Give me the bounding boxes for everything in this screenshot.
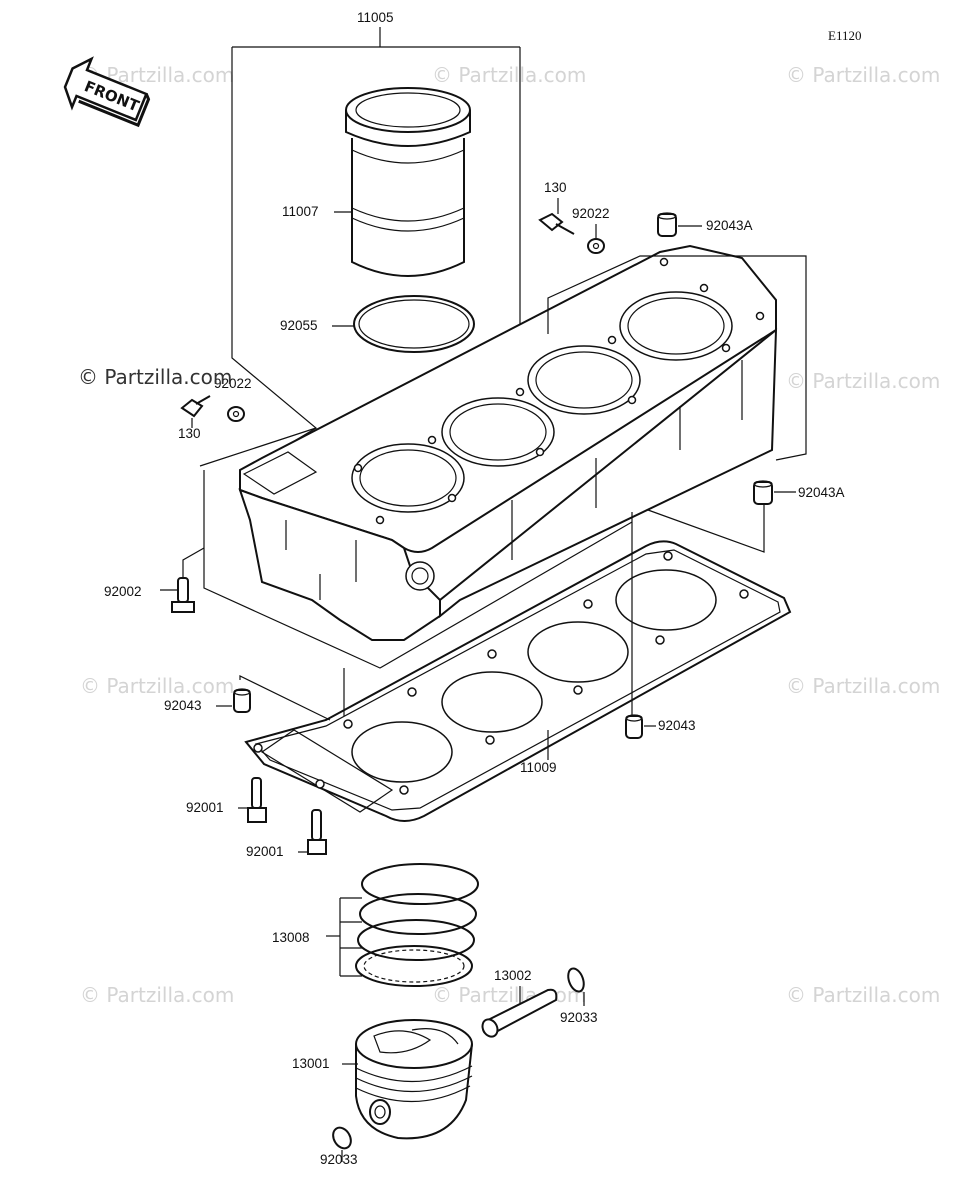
callout-92043-right: 92043 xyxy=(658,718,696,733)
dowel-pin-92043a-top xyxy=(657,212,702,237)
callout-labels: 11005 11007 92055 130 92022 92043A 92022… xyxy=(78,10,845,1167)
watermark: © Partzilla.com xyxy=(432,983,586,1007)
head-gasket xyxy=(244,540,792,822)
bolt-92001-a xyxy=(238,777,267,823)
dowel-pin-92043a-right xyxy=(753,480,796,505)
callout-130-left: 130 xyxy=(178,426,201,441)
callout-11007: 11007 xyxy=(282,204,319,219)
cylinder-block xyxy=(238,244,778,641)
callout-11009: 11009 xyxy=(520,760,557,775)
gasket-reference-lines xyxy=(239,512,633,760)
callout-11005: 11005 xyxy=(357,10,394,25)
block-reference-lines xyxy=(199,255,807,669)
watermark: © Partzilla.com xyxy=(80,674,234,698)
diagram-code: E1120 xyxy=(828,28,861,43)
callout-13002: 13002 xyxy=(494,968,532,983)
bolt-92001-b xyxy=(298,809,327,855)
watermark: © Partzilla.com xyxy=(80,983,234,1007)
callout-92043-left: 92043 xyxy=(164,698,202,713)
watermark: © Partzilla.com xyxy=(786,983,940,1007)
piston xyxy=(342,1019,473,1140)
callout-92022-left: 92022 xyxy=(214,376,252,391)
watermark-layer: © Partzilla.com © Partzilla.com © Partzi… xyxy=(80,63,940,1007)
piston-pin xyxy=(481,986,558,1038)
watermark-dark: © Partzilla.com xyxy=(78,365,232,389)
circlip-right xyxy=(567,967,585,993)
callout-92055: 92055 xyxy=(280,318,318,333)
watermark: © Partzilla.com xyxy=(786,369,940,393)
watermark: © Partzilla.com xyxy=(786,674,940,698)
callout-130-top: 130 xyxy=(544,180,567,195)
callout-92033-bottom: 92033 xyxy=(320,1152,358,1167)
callout-92022-top: 92022 xyxy=(572,206,610,221)
callout-13008: 13008 xyxy=(272,930,310,945)
cylinder-liner xyxy=(345,87,471,277)
o-ring xyxy=(353,295,475,353)
callout-92001-a: 92001 xyxy=(186,800,224,815)
dowel-pin-92043-left xyxy=(216,688,251,713)
callout-92043a-right: 92043A xyxy=(798,485,845,500)
callout-92001-b: 92001 xyxy=(246,844,284,859)
dowel-pin-92043-right xyxy=(625,714,656,739)
bolt-130-left xyxy=(180,395,245,428)
bolt-92002 xyxy=(160,547,205,613)
callout-92043a-top: 92043A xyxy=(706,218,753,233)
callout-92033-right: 92033 xyxy=(560,1010,598,1025)
callout-92002: 92002 xyxy=(104,584,142,599)
circlip-bottom xyxy=(332,1126,352,1150)
watermark: © Partzilla.com xyxy=(786,63,940,87)
bolt-130-top xyxy=(538,198,605,254)
watermark: © Partzilla.com xyxy=(432,63,586,87)
piston-ring-set xyxy=(326,863,479,987)
callout-13001: 13001 xyxy=(292,1056,330,1071)
